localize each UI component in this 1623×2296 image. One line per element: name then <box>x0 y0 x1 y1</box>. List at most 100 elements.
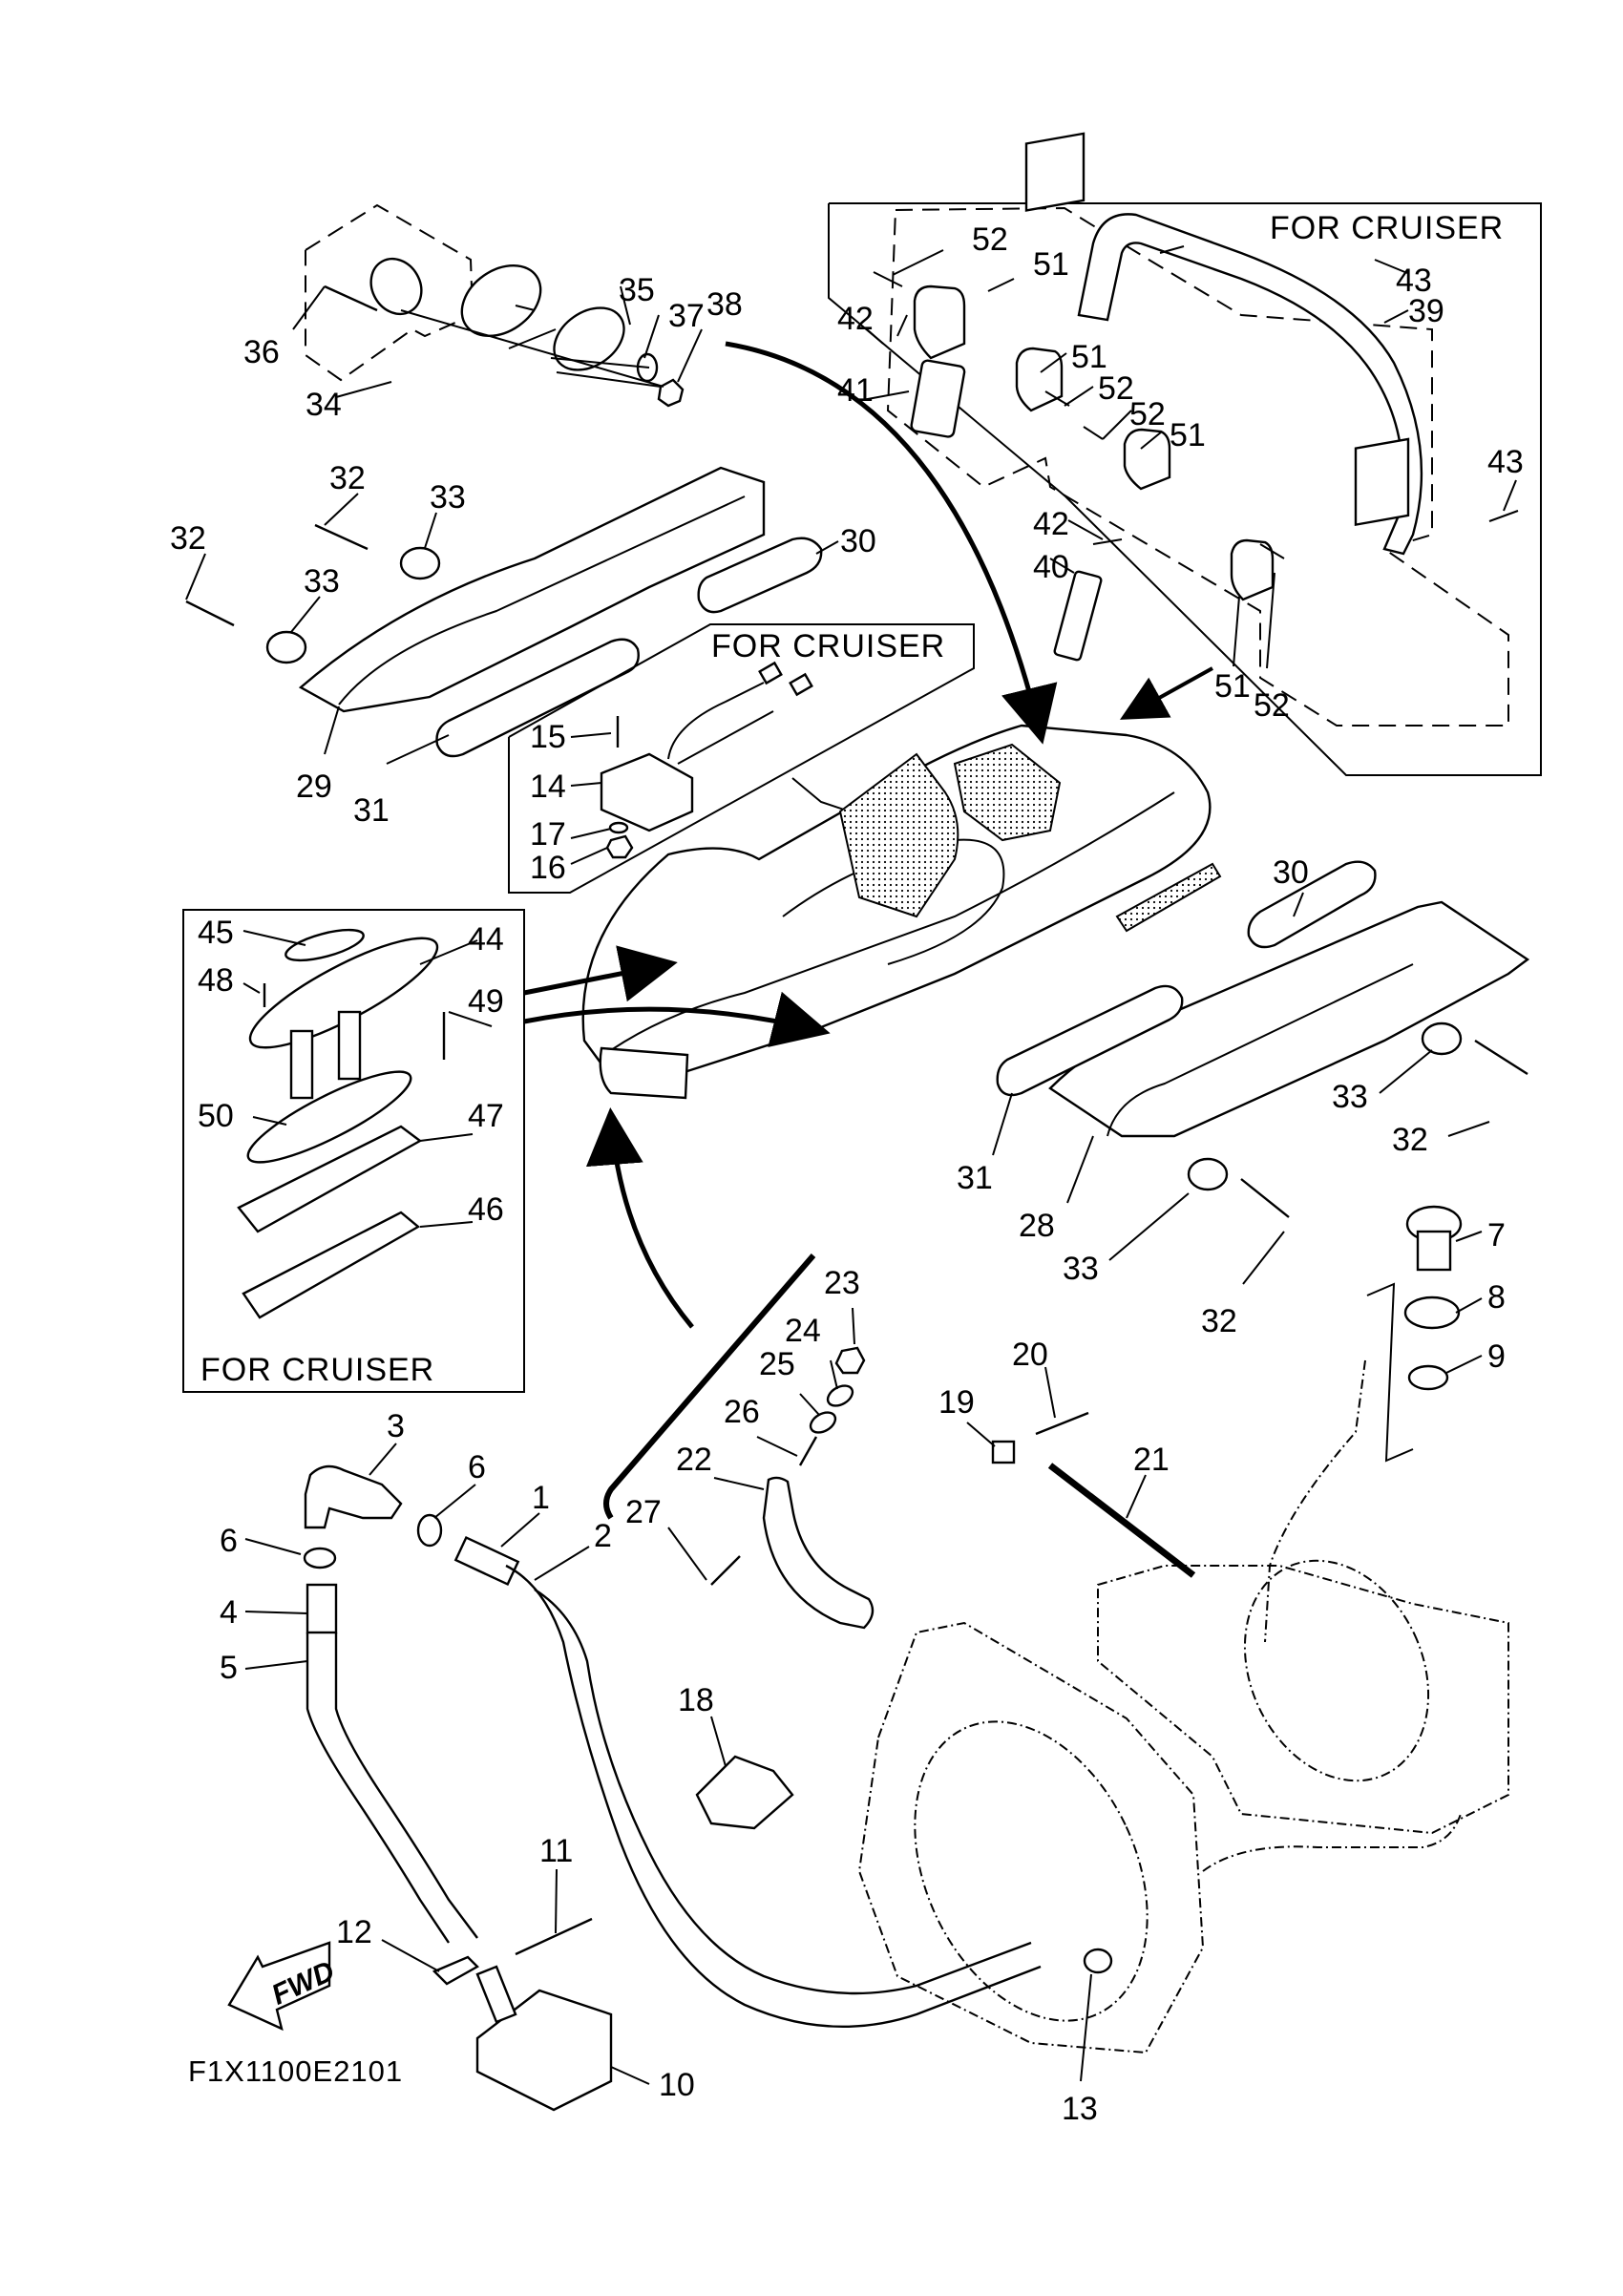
arrow-cleat-to-hull-2 <box>523 991 831 1047</box>
callout-13: 13 <box>1062 2091 1098 2127</box>
hull-deck-line <box>610 791 1175 1051</box>
drain-valve-group <box>305 203 685 408</box>
callout-42: 42 <box>1033 506 1069 542</box>
callout-36: 36 <box>243 334 280 370</box>
right-sponson-group <box>996 860 1530 1218</box>
cruiser-cleat-frame <box>182 909 525 1393</box>
callout-16: 16 <box>530 850 566 886</box>
bolt-32-b <box>314 523 369 551</box>
pump-tube <box>1202 1813 1462 1872</box>
washer-17 <box>608 821 629 834</box>
drain-tube-bracket <box>1366 1282 1414 1463</box>
callout-43: 43 <box>1487 444 1524 480</box>
callout-33: 33 <box>1063 1251 1099 1287</box>
callout-38: 38 <box>706 286 743 323</box>
callout-45: 45 <box>198 915 234 951</box>
callout-29: 29 <box>296 769 332 805</box>
pump-nozzle-housing <box>1097 1565 1509 1835</box>
callout-7: 7 <box>1487 1217 1506 1253</box>
cruiser-cleat-box-label: FOR CRUISER <box>200 1352 434 1388</box>
bracket-22-27-frame <box>603 1253 816 1520</box>
callout-33: 33 <box>304 563 340 600</box>
nut-8 <box>1403 1295 1461 1330</box>
callout-15: 15 <box>530 719 566 755</box>
callout-30: 30 <box>1273 854 1309 891</box>
callout-22: 22 <box>676 1442 712 1478</box>
rivet-52-c <box>1083 426 1104 440</box>
bolt-27 <box>710 1555 741 1586</box>
callout-37: 37 <box>668 298 705 334</box>
callout-24: 24 <box>785 1313 821 1349</box>
callout-32: 32 <box>1392 1122 1428 1158</box>
stay-30-right <box>1247 860 1377 949</box>
clamp-9 <box>1407 1364 1449 1391</box>
cover-51-a <box>913 284 966 360</box>
pump-intake-bore <box>914 1720 1149 2022</box>
bolt-43-a <box>1159 245 1185 254</box>
hull-engine-area <box>838 752 959 918</box>
cruiser-module-box-label: FOR CRUISER <box>711 628 945 664</box>
cruiser-handle-frame <box>828 202 1542 776</box>
bolt-26 <box>798 1436 818 1466</box>
hull-bow-bumper <box>599 1046 689 1100</box>
callout-19: 19 <box>938 1384 975 1421</box>
callout-28: 28 <box>1019 1208 1055 1244</box>
callout-49: 49 <box>468 983 504 1020</box>
drain-subassembly-outline <box>305 203 474 382</box>
collar-33-d <box>1187 1157 1229 1191</box>
callout-leaders <box>185 249 1517 2085</box>
clamp-6-left <box>303 1547 337 1569</box>
module-14 <box>600 752 694 832</box>
callout-50: 50 <box>198 1098 234 1134</box>
callout-2: 2 <box>594 1518 612 1554</box>
hull-engine-area-2 <box>953 743 1062 842</box>
callout-27: 27 <box>625 1494 662 1530</box>
bolt-32-d <box>1240 1178 1290 1218</box>
callout-6: 6 <box>220 1523 238 1559</box>
washer-25 <box>809 1411 837 1434</box>
callout-labels: 52 51 42 41 43 39 51 52 52 51 43 42 40 5… <box>170 221 1524 2127</box>
callout-6: 6 <box>468 1449 486 1485</box>
drain-flange-34 <box>460 264 542 337</box>
sponson-29 <box>298 466 766 713</box>
rivet-42-a <box>896 314 908 337</box>
cap-45 <box>285 928 365 962</box>
callout-32: 32 <box>1201 1303 1237 1339</box>
callout-31: 31 <box>957 1160 993 1196</box>
cruiser-module-group: FOR CRUISER <box>508 623 975 894</box>
stay-30-left <box>697 537 823 614</box>
callout-4: 4 <box>220 1594 238 1631</box>
holder-18 <box>695 1755 794 1830</box>
hose-5 <box>306 1632 450 1944</box>
callout-26: 26 <box>724 1394 760 1430</box>
misc-parts-group <box>432 1346 1196 2112</box>
cruiser-handle-box-label: FOR CRUISER <box>1270 210 1504 246</box>
clamp-6-right <box>416 1513 443 1548</box>
spring-post-b <box>337 1010 362 1081</box>
valve-3 <box>304 1464 403 1529</box>
sponson-29-inner <box>338 495 746 706</box>
pad-40 <box>1053 570 1103 662</box>
rivet-52-d <box>1259 543 1285 559</box>
spring-post-a <box>289 1029 314 1100</box>
callout-51: 51 <box>1071 339 1107 375</box>
callout-18: 18 <box>678 1682 714 1718</box>
collar-33-c <box>1421 1022 1463 1056</box>
hull-rub-rail <box>1115 862 1222 933</box>
tie-21 <box>1047 1463 1196 1578</box>
pipe-4 <box>306 1583 338 1634</box>
module-wires <box>667 682 774 765</box>
callout-21: 21 <box>1133 1442 1170 1478</box>
hose-2-b <box>534 1588 1032 1995</box>
box-10-pipe <box>475 1965 517 2024</box>
callout-33: 33 <box>1332 1079 1368 1115</box>
callout-48: 48 <box>198 962 234 999</box>
collar-33-b <box>399 546 441 580</box>
drain-axis-line <box>400 309 664 388</box>
pipe-1 <box>453 1535 520 1587</box>
callout-8: 8 <box>1487 1279 1506 1316</box>
rivet-42-b <box>1092 538 1123 545</box>
callout-1: 1 <box>532 1480 550 1516</box>
callout-52: 52 <box>1254 687 1290 724</box>
